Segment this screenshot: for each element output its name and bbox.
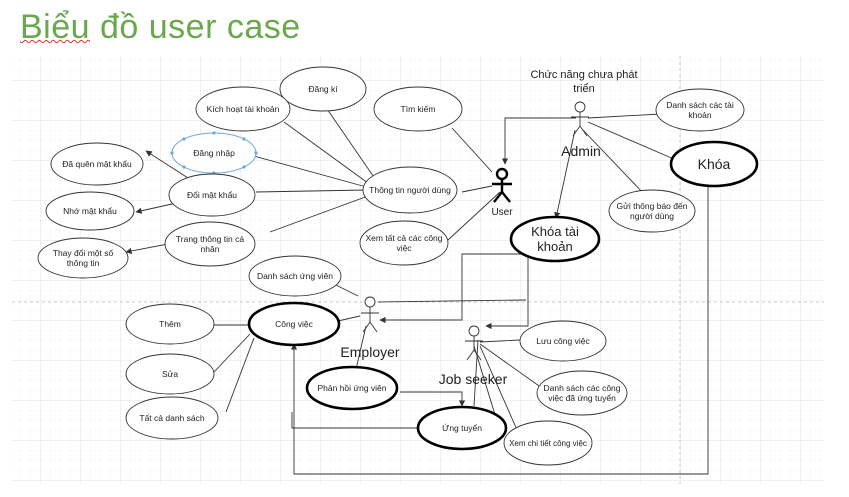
svg-text:Đăng nhập: Đăng nhập <box>193 148 235 158</box>
use-case-xem-chi-tiet: Xem chi tiết công việc <box>503 420 593 466</box>
svg-text:Thông tin người dùng: Thông tin người dùng <box>369 185 451 195</box>
use-case-ung-tuyen: Ứng tuyển <box>416 405 508 451</box>
svg-text:Sửa: Sửa <box>162 369 178 379</box>
svg-text:Kích hoạt tài khoản: Kích hoạt tài khoản <box>207 104 280 114</box>
connectors <box>125 89 709 475</box>
title-word-2: đồ user case <box>90 8 301 46</box>
svg-text:Tất cả danh sách: Tất cả danh sách <box>139 413 204 423</box>
svg-text:Danh sách ứng viên: Danh sách ứng viên <box>257 271 333 281</box>
use-case-gui-thong-bao: Gửi thông báo đến người dùng <box>608 189 696 233</box>
use-case-dang-ki: Đăng kí <box>279 66 367 112</box>
admin-caption-line1: Chức năng chưa phát <box>530 69 637 81</box>
svg-text:Đổi mật khẩu: Đổi mật khẩu <box>187 190 237 200</box>
svg-text:Phản hồi ứng viên: Phản hồi ứng viên <box>317 383 386 393</box>
svg-text:Nhớ mật khẩu: Nhớ mật khẩu <box>63 206 117 216</box>
actor-employer-label: Employer <box>340 344 399 360</box>
svg-text:khoản: khoản <box>537 239 572 254</box>
actor-admin-label: Admin <box>561 143 601 159</box>
svg-text:Đã quên mật khẩu: Đã quên mật khẩu <box>62 159 132 169</box>
svg-text:thông tin: thông tin <box>67 258 100 268</box>
use-case-trang-thong-tin: Trang thông tin cá nhân <box>164 221 256 267</box>
use-case-doi-mat-khau: Đổi mật khẩu <box>168 173 256 217</box>
use-case-dang-nhap: Đăng nhập <box>170 131 258 175</box>
use-case-cong-viec: Công việc <box>247 301 341 347</box>
svg-text:Xem chi tiết công việc: Xem chi tiết công việc <box>509 439 587 448</box>
svg-text:Danh sách các công: Danh sách các công <box>543 383 620 393</box>
diagram-title: Biểu đồ user case <box>20 8 301 47</box>
svg-text:Danh sách các tài: Danh sách các tài <box>666 100 734 110</box>
svg-text:Trang thông tin cá: Trang thông tin cá <box>176 234 244 244</box>
use-case-thay-doi: Thay đổi một số thông tin <box>37 237 129 279</box>
use-case-kich-hoat: Kích hoạt tài khoản <box>195 86 291 132</box>
actor-user-label: User <box>491 207 513 218</box>
svg-text:việc đã ứng tuyển: việc đã ứng tuyển <box>548 393 616 403</box>
label-dang-ki: Đăng kí <box>308 84 338 94</box>
svg-text:Khóa: Khóa <box>698 156 731 172</box>
actor-job-seeker: Job seeker <box>439 325 508 387</box>
svg-text:Lưu công việc: Lưu công việc <box>536 336 590 346</box>
use-case-tat-ca-danh-sach: Tất cả danh sách <box>125 396 219 440</box>
actor-user: User <box>491 167 513 218</box>
title-word-1: Biểu <box>20 8 91 46</box>
use-case-sua: Sửa <box>125 353 215 395</box>
use-case-thong-tin-nguoi-dung: Thông tin người dùng <box>362 166 458 214</box>
svg-text:việc: việc <box>396 243 412 253</box>
svg-text:khoản: khoản <box>688 110 711 120</box>
use-case-danh-sach-ung-vien: Danh sách ứng viên <box>248 255 342 297</box>
svg-text:Công việc: Công việc <box>275 319 314 329</box>
svg-text:Gửi thông báo đến: Gửi thông báo đến <box>617 201 688 211</box>
svg-text:người dùng: người dùng <box>630 211 674 221</box>
use-case-phan-hoi: Phản hồi ứng viên <box>305 365 399 411</box>
svg-text:Thay đổi một số: Thay đổi một số <box>53 248 114 258</box>
svg-text:Ứng tuyển: Ứng tuyển <box>442 423 482 433</box>
svg-text:nhân: nhân <box>201 244 220 254</box>
actor-job-seeker-label: Job seeker <box>439 371 508 387</box>
use-case-luu-cong-viec: Lưu công việc <box>519 320 607 362</box>
svg-text:Thêm: Thêm <box>159 319 181 329</box>
use-case-da-quen: Đã quên mật khẩu <box>50 142 144 186</box>
use-case-khoa: Khóa <box>669 140 759 188</box>
use-case-nho-mat-khau: Nhớ mật khẩu <box>45 191 135 231</box>
admin-caption-line2: triển <box>573 83 594 95</box>
use-case-danh-sach-da-ung-tuyen: Danh sách các công việc đã ứng tuyển <box>536 370 628 416</box>
use-case-danh-sach-tai-khoan: Danh sách các tài khoản <box>655 88 745 132</box>
actor-employer: Employer <box>340 296 400 360</box>
svg-text:Tìm kiếm: Tìm kiếm <box>401 104 436 114</box>
use-case-tim-kiem: Tìm kiếm <box>373 86 463 132</box>
use-case-khoa-tai-khoan: Khóa tài khoản <box>509 215 601 263</box>
use-case-them: Thêm <box>125 303 215 345</box>
use-case-xem-tat-ca: Xem tất cả các công việc <box>359 220 449 266</box>
actor-admin: Chức năng chưa phát triển Admin <box>530 69 637 159</box>
svg-text:Khóa tài: Khóa tài <box>531 224 579 239</box>
svg-text:Xem tất cả các công: Xem tất cả các công <box>365 233 442 243</box>
